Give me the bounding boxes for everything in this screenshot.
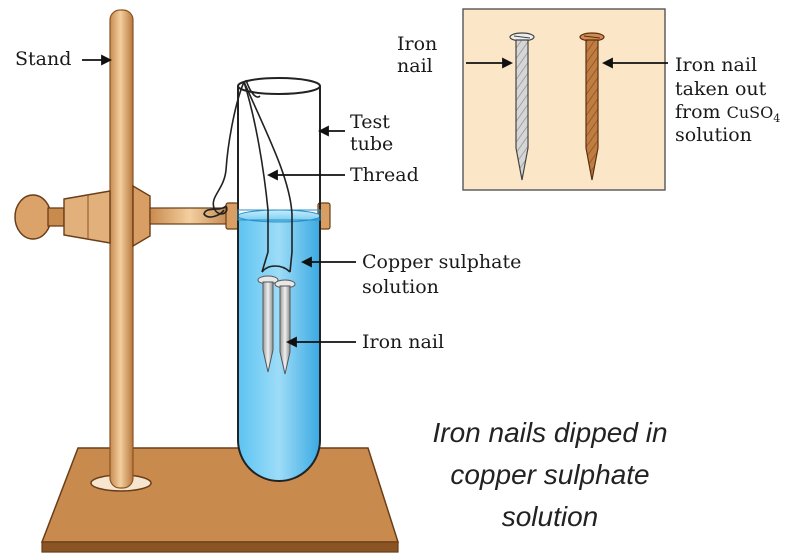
nails-in-tube [257, 275, 296, 375]
inset-iron-nail-label-line2: nail [397, 55, 433, 77]
iron-nail-label: Iron nail [362, 331, 445, 353]
test-tube-label-line1: Test [350, 111, 390, 133]
stand-label: Stand [15, 48, 72, 70]
caption-line1: Iron nails dipped in [432, 417, 668, 448]
inset-panel [462, 8, 668, 191]
inset-iron-nail-label-line1: Iron [397, 33, 438, 55]
caption-line2: copper sulphate [450, 459, 650, 490]
stand-rod [109, 9, 134, 489]
taken-out-label-line1: Iron nail [675, 54, 758, 76]
taken-out-from: from [675, 101, 721, 123]
copper-sulphate-label-line1: Copper sulphate [362, 251, 522, 273]
copper-sulphate-label-line2: solution [362, 276, 439, 298]
figure-caption: Iron nails dipped in copper sulphate sol… [400, 412, 700, 538]
stand-base [40, 447, 400, 553]
test-tube [237, 77, 321, 482]
thread-label: Thread [350, 164, 419, 186]
cuso4-subscript: 4 [773, 112, 781, 126]
cuso4-formula: CuSO4 [726, 103, 781, 126]
caption-line3: solution [501, 501, 599, 532]
taken-out-label-line2: taken out [675, 78, 767, 100]
thread [203, 79, 293, 273]
copper-coated-nail [579, 32, 605, 181]
taken-out-label-line4: solution [675, 124, 752, 146]
test-tube-label-line2: tube [350, 133, 394, 155]
cuso4-formula-text: CuSO [726, 103, 774, 122]
clean-iron-nail [509, 32, 535, 181]
taken-out-label-line3: from CuSO4 [675, 101, 780, 130]
label-pointers [82, 54, 356, 348]
